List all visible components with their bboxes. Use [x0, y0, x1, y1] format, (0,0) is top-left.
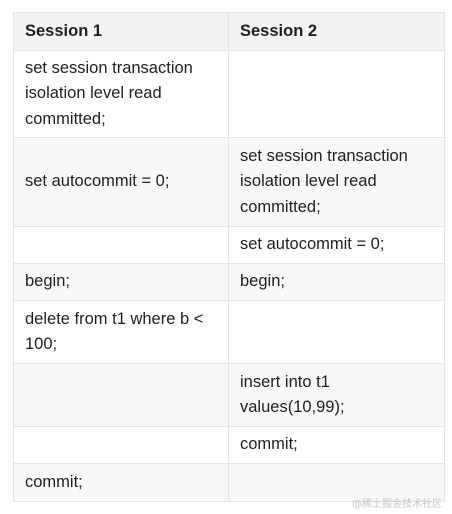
table-row: commit;: [13, 426, 445, 464]
sessions-table-container: Session 1 Session 2 set session transact…: [13, 12, 445, 502]
table-row: begin; begin;: [13, 263, 445, 301]
cell-session-2: [228, 50, 445, 138]
cell-session-2: set session transaction isolation level …: [228, 137, 445, 227]
table-row: set session transaction isolation level …: [13, 50, 445, 138]
cell-session-2: set autocommit = 0;: [228, 226, 445, 264]
cell-session-1: begin;: [13, 263, 229, 301]
cell-session-2: [228, 300, 445, 364]
cell-session-2: begin;: [228, 263, 445, 301]
cell-session-1: [13, 426, 229, 464]
header-session-2: Session 2: [228, 12, 445, 51]
table-row: set autocommit = 0; set session transact…: [13, 137, 445, 227]
cell-session-1: delete from t1 where b < 100;: [13, 300, 229, 364]
table-row: commit;: [13, 463, 445, 502]
cell-session-1: [13, 363, 229, 427]
table-row: set autocommit = 0;: [13, 226, 445, 264]
header-session-1: Session 1: [13, 12, 229, 51]
sessions-table: Session 1 Session 2 set session transact…: [13, 12, 445, 502]
cell-session-1: set autocommit = 0;: [13, 137, 229, 227]
table-header-row: Session 1 Session 2: [13, 12, 445, 51]
cell-session-2: insert into t1 values(10,99);: [228, 363, 445, 427]
cell-session-1: [13, 226, 229, 264]
cell-session-2: [228, 463, 445, 502]
table-row: insert into t1 values(10,99);: [13, 363, 445, 427]
cell-session-1: commit;: [13, 463, 229, 502]
table-row: delete from t1 where b < 100;: [13, 300, 445, 364]
cell-session-2: commit;: [228, 426, 445, 464]
watermark: @稀土掘金技术社区: [352, 499, 442, 510]
cell-session-1: set session transaction isolation level …: [13, 50, 229, 138]
